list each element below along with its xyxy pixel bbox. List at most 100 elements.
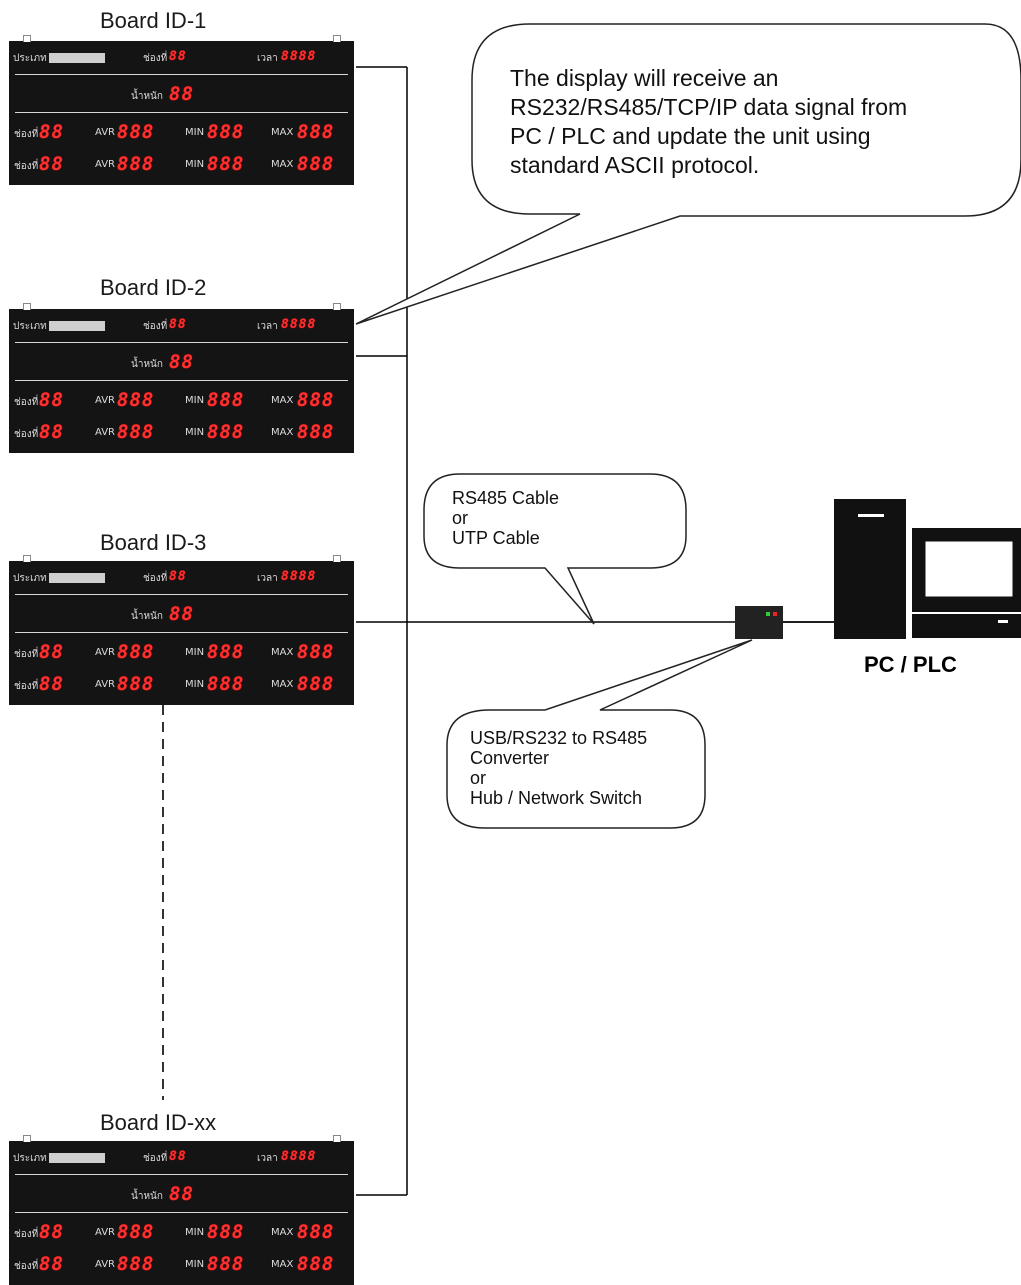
- weight-label: น้ำหนัก: [131, 359, 163, 370]
- min-label: MIN: [185, 679, 205, 690]
- weight-label: น้ำหนัก: [131, 1191, 163, 1202]
- avr-label: AVR: [95, 127, 115, 138]
- led-board-2: ประเภท ช่องที่ 88 เวลา 88 88 น้ำหนัก 88 ช…: [9, 303, 354, 453]
- time-label: เวลา: [257, 53, 278, 64]
- row-slot-label: ช่องที่: [14, 649, 39, 660]
- row-slot-label: ช่องที่: [14, 1261, 39, 1272]
- time-label: เวลา: [257, 1153, 278, 1164]
- type-value-blank: [49, 321, 105, 331]
- min-label: MIN: [185, 647, 205, 658]
- time-value: 8888: [281, 49, 317, 64]
- max-label: MAX: [271, 159, 294, 170]
- avr-label: AVR: [95, 1259, 115, 1270]
- min-label: MIN: [185, 1259, 205, 1270]
- led-board-xx: ประเภท ช่องที่ 88 เวลา 8888 น้ำหนัก 88 ช…: [9, 1135, 354, 1285]
- weight-value: 88: [169, 83, 194, 105]
- row-slot-label: ช่องที่: [14, 429, 39, 440]
- min-value: 888: [207, 153, 245, 175]
- type-label: ประเภท: [13, 53, 47, 64]
- row-slot-label: ช่องที่: [14, 681, 39, 692]
- min-value: 888: [207, 389, 245, 411]
- time-label: เวลา: [257, 573, 278, 584]
- avr-value: 888: [117, 1253, 155, 1275]
- avr-value: 888: [117, 121, 155, 143]
- avr-value: 888: [117, 153, 155, 175]
- avr-label: AVR: [95, 1227, 115, 1238]
- min-value: 888: [207, 421, 245, 443]
- row-slot-label: ช่องที่: [14, 129, 39, 140]
- main-callout-text: The display will receive an RS232/RS485/…: [510, 65, 908, 178]
- row-slot-value: 88: [39, 1221, 64, 1243]
- slot-label: ช่องที่: [143, 321, 168, 332]
- max-value: 888: [297, 641, 335, 663]
- max-value: 888: [297, 389, 335, 411]
- avr-value: 888: [117, 641, 155, 663]
- max-value: 888: [297, 1221, 335, 1243]
- avr-value: 888: [117, 421, 155, 443]
- max-value: 888: [297, 1253, 335, 1275]
- time-value: 8888: [281, 1149, 317, 1164]
- avr-label: AVR: [95, 679, 115, 690]
- avr-label: AVR: [95, 647, 115, 658]
- max-label: MAX: [271, 127, 294, 138]
- weight-value: 88: [169, 1183, 194, 1205]
- max-label: MAX: [271, 679, 294, 690]
- min-label: MIN: [185, 127, 205, 138]
- type-label: ประเภท: [13, 1153, 47, 1164]
- pc-plc-label: PC / PLC: [864, 652, 957, 677]
- row-slot-value: 88: [39, 389, 64, 411]
- avr-value: 888: [117, 389, 155, 411]
- row-slot-label: ช่องที่: [14, 161, 39, 172]
- weight-value: 88: [169, 351, 194, 373]
- row-slot-value: 88: [39, 121, 64, 143]
- min-value: 888: [207, 121, 245, 143]
- row-slot-value: 88: [39, 153, 64, 175]
- type-value-blank: [49, 1153, 105, 1163]
- led-board-1: ประเภท ช่องที่ 88 เวลา 8888 น้ำหนัก 88 ช…: [9, 35, 354, 185]
- row-slot-value: 88: [39, 421, 64, 443]
- slot-value: 88: [169, 49, 187, 64]
- slot-value: 88: [169, 1149, 187, 1164]
- slot-label: ช่องที่: [143, 573, 168, 584]
- converter-callout-bubble: [446, 639, 753, 829]
- row-slot-label: ช่องที่: [14, 1229, 39, 1240]
- cable-callout-bubble: [423, 473, 687, 625]
- slot-value: 88: [169, 569, 187, 584]
- board-title-1: Board ID-1: [100, 8, 207, 33]
- max-label: MAX: [271, 647, 294, 658]
- slot-value: 88: [169, 317, 187, 332]
- max-label: MAX: [271, 1259, 294, 1270]
- board-title-3: Board ID-3: [100, 530, 207, 555]
- min-value: 888: [207, 1221, 245, 1243]
- max-label: MAX: [271, 395, 294, 406]
- time-value: 8888: [281, 569, 317, 584]
- slot-label: ช่องที่: [143, 53, 168, 64]
- type-value-blank: [49, 53, 105, 63]
- min-value: 888: [207, 641, 245, 663]
- max-label: MAX: [271, 1227, 294, 1238]
- avr-value: 888: [117, 673, 155, 695]
- min-label: MIN: [185, 159, 205, 170]
- row-slot-value: 88: [39, 673, 64, 695]
- max-value: 888: [297, 153, 335, 175]
- max-value: 888: [297, 673, 335, 695]
- time-label: เวลา: [257, 321, 278, 332]
- led-board-3: ประเภท ช่องที่ 88 เวลา 8888 น้ำหนัก 88 ช…: [9, 555, 354, 705]
- max-value: 888: [297, 121, 335, 143]
- min-label: MIN: [185, 1227, 205, 1238]
- weight-label: น้ำหนัก: [131, 91, 163, 102]
- converter-box: [735, 606, 783, 639]
- max-value: 888: [297, 421, 335, 443]
- cable-callout-text: RS485 Cable or UTP Cable: [452, 488, 560, 548]
- avr-label: AVR: [95, 395, 115, 406]
- board-title-2: Board ID-2: [100, 275, 207, 300]
- weight-label: น้ำหนัก: [131, 611, 163, 622]
- type-label: ประเภท: [13, 321, 47, 332]
- avr-label: AVR: [95, 159, 115, 170]
- converter-callout-text: USB/RS232 to RS485 Converter or Hub / Ne…: [470, 728, 648, 808]
- min-label: MIN: [185, 427, 205, 438]
- type-value-blank: [49, 573, 105, 583]
- keyboard: [912, 614, 1021, 638]
- type-label: ประเภท: [13, 573, 47, 584]
